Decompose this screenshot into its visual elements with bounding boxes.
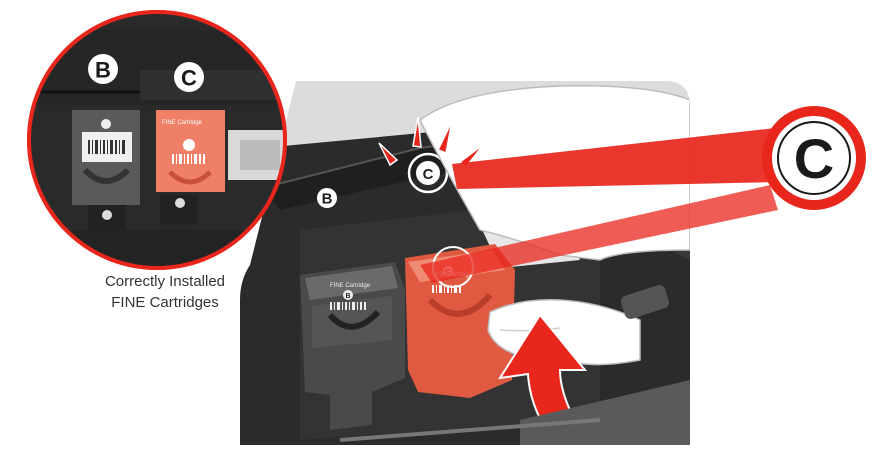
black-cartridge-title: FINE Cartridge: [330, 283, 371, 289]
inset-cartridge-title: FINE Cartridge: [162, 120, 203, 126]
svg-text:C: C: [181, 66, 197, 91]
caption-line-2: FINE Cartridges: [80, 292, 250, 313]
caption: Correctly Installed FINE Cartridges: [80, 271, 250, 313]
svg-text:C: C: [794, 127, 834, 190]
svg-text:B: B: [322, 191, 333, 208]
svg-text:C: C: [423, 166, 434, 183]
svg-text:B: B: [95, 58, 111, 83]
caption-line-1: Correctly Installed: [80, 271, 250, 292]
black-cartridge-letter: B: [346, 293, 351, 300]
inset-slot-c-marker: C: [174, 62, 204, 92]
inset-slot-b-marker: B: [88, 54, 118, 84]
slot-b-marker: B: [317, 188, 337, 208]
callout-c-marker: C: [762, 106, 866, 210]
